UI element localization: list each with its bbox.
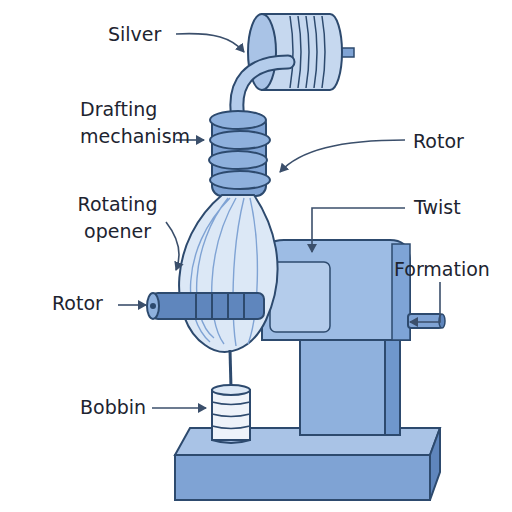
leader-line: [176, 34, 244, 52]
leader-line: [312, 208, 405, 252]
part-label: Rotating opener: [60, 191, 175, 245]
leader-line: [152, 407, 206, 409]
bobbin: [212, 385, 250, 443]
part-label: Silver: [108, 21, 188, 48]
sliver-spool: [248, 14, 354, 90]
leader-line: [410, 282, 440, 322]
leader-lines: [118, 34, 440, 408]
fiber-loop: [179, 195, 277, 388]
leader-line: [166, 222, 179, 270]
sliver-strand: [237, 62, 288, 118]
rotor-cylinder: [147, 293, 264, 319]
part-label: Rotor: [413, 128, 503, 155]
part-label: Bobbin: [80, 394, 160, 421]
leader-line: [118, 304, 146, 306]
drafting-coil: [209, 111, 270, 196]
part-label: Twist: [414, 194, 504, 221]
part-label: Drafting mechanism: [80, 96, 205, 150]
part-label: Rotor: [52, 290, 122, 317]
part-label: Formation: [394, 256, 512, 283]
leader-line: [280, 140, 405, 172]
